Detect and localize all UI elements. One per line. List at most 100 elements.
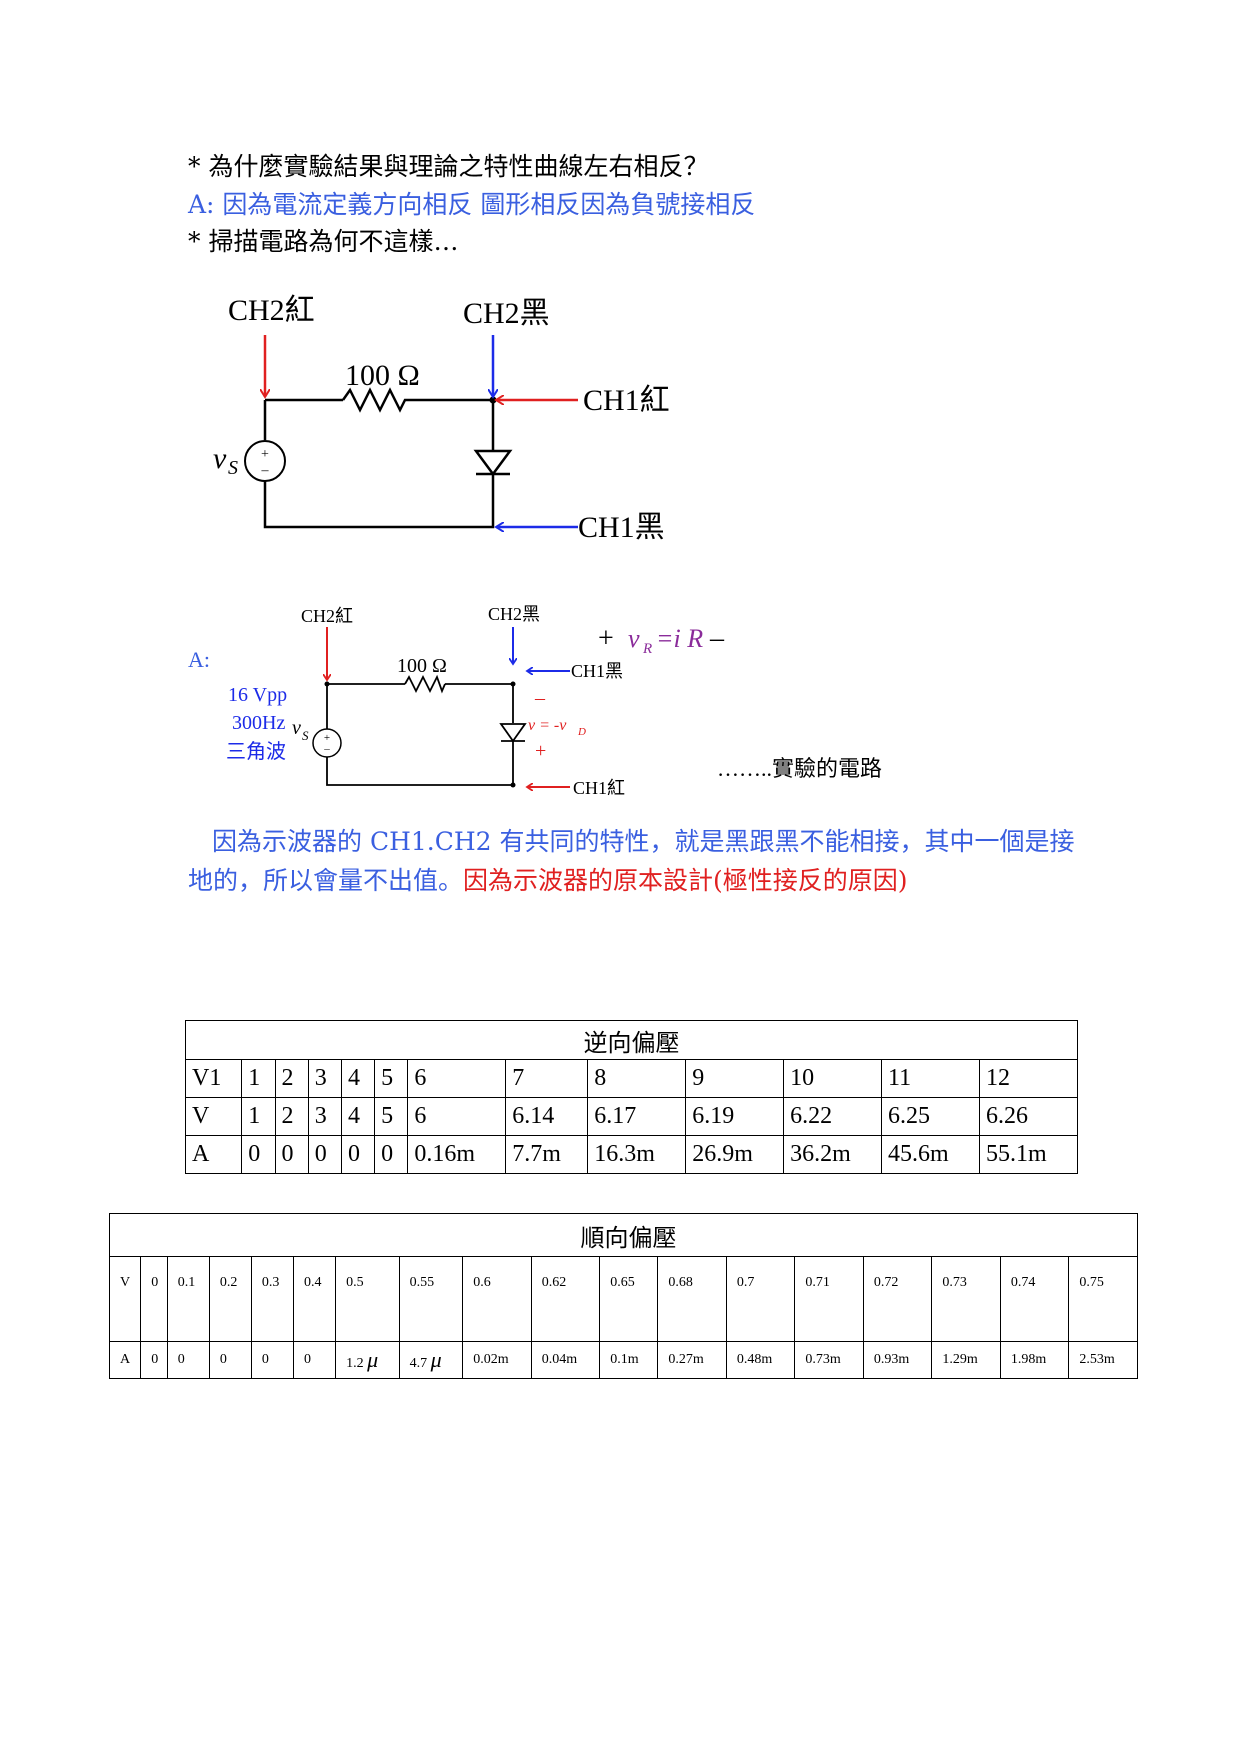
table-cell: 36.2m (783, 1135, 883, 1174)
table-cell: 0.02m (462, 1341, 532, 1379)
table-cell: 0.16m (407, 1135, 507, 1174)
table-cell: 0.1m (599, 1341, 659, 1379)
table-cell: 0.75 (1068, 1256, 1138, 1342)
table-cell: 1 (241, 1097, 276, 1136)
svg-text:+: + (261, 447, 269, 462)
svg-text:+: + (324, 732, 330, 744)
resistor-label-2: 100 Ω (397, 655, 447, 677)
table-cell: 0.5 (335, 1256, 400, 1342)
table-cell: 8 (587, 1059, 687, 1098)
diode-symbol (473, 449, 513, 477)
table-cell: 3 (307, 1097, 342, 1136)
table-cell: A (184, 1135, 243, 1174)
table-cell: V (184, 1097, 243, 1136)
table-cell: 6.19 (685, 1097, 785, 1136)
diode-symbol-2 (499, 723, 527, 743)
table-cell: 6.26 (978, 1097, 1079, 1136)
table-cell: 16.3m (587, 1135, 687, 1174)
table-cell: 0.48m (725, 1341, 796, 1379)
svg-text:–: – (323, 743, 330, 755)
voltage-source-symbol-2 (312, 728, 342, 758)
table-cell: 2 (274, 1059, 309, 1098)
table-cell: 4 (340, 1059, 376, 1098)
resistor-label: 100 Ω (345, 359, 420, 392)
table-row: V 1 2 3 4 5 6 6.14 6.17 6.19 6.22 6.25 6… (184, 1097, 1079, 1136)
ch2-black-label: CH2黑 (463, 297, 550, 330)
explanation-line-1: 因為示波器的 CH1.CH2 有共同的特性，就是黑跟黑不能相接，其中一個是接 (212, 827, 1075, 856)
table-cell: 0.93m (862, 1341, 933, 1379)
table-cell: 5 (374, 1097, 409, 1136)
table-cell: 6 (407, 1059, 507, 1098)
table-cell: 0 (241, 1135, 276, 1174)
table-cell: 0.73 (931, 1256, 1001, 1342)
spec-vpp: 16 Vpp (228, 684, 287, 706)
table-cell: 4 (340, 1097, 376, 1136)
table-cell: 10 (783, 1059, 883, 1098)
table-cell: 0.55 (398, 1256, 464, 1342)
table-cell: 26.9m (685, 1135, 785, 1174)
table-cell: 0.71 (794, 1256, 864, 1342)
table-row: A 0 0 0 0 0 1.2 μ 4.7 μ 0.02m 0.04m 0.1m… (108, 1341, 1138, 1379)
table-cell: 0 (250, 1341, 295, 1379)
table-cell: 0.1 (166, 1256, 210, 1342)
spec-waveform: 三角波 (226, 740, 286, 763)
table-cell: 6 (407, 1097, 507, 1136)
table-cell: 9 (685, 1059, 785, 1098)
answer-a-label: A: (188, 647, 210, 672)
table-row: A 0 0 0 0 0 0.16m 7.7m 16.3m 26.9m 36.2m… (184, 1135, 1079, 1174)
vr-plus: + (598, 623, 614, 654)
table-cell: 6.22 (783, 1097, 883, 1136)
table-cell: 0.62 (530, 1256, 601, 1342)
ch2-red-label: CH2紅 (228, 294, 315, 327)
table-cell: 0 (140, 1256, 168, 1342)
ch1-black-label-2: CH1黑 (571, 661, 623, 681)
table-cell: 7 (505, 1059, 589, 1098)
table-cell: 0 (274, 1135, 309, 1174)
spec-frequency: 300Hz (232, 712, 285, 734)
forward-table-title: 順向偏壓 (109, 1213, 1138, 1257)
svg-text:–: – (261, 463, 270, 478)
reverse-table-title: 逆向偏壓 (185, 1020, 1078, 1060)
table-cell: 2.53m (1068, 1341, 1138, 1379)
mu-symbol: μ (430, 1347, 442, 1372)
source-subscript-2: S (302, 728, 309, 743)
source-label-2: v (292, 717, 301, 739)
table-cell: 0.6 (462, 1256, 532, 1342)
table-cell: 6.17 (587, 1097, 687, 1136)
table-cell: 0.04m (530, 1341, 601, 1379)
source-subscript: S (228, 457, 238, 479)
cell-value: 1.2 (346, 1356, 364, 1371)
table-cell: 0.72 (862, 1256, 933, 1342)
question-2: * 掃描電路為何不這樣… (188, 227, 459, 256)
table-cell: 12 (978, 1059, 1079, 1098)
table-cell: 0.3 (250, 1256, 295, 1342)
table-cell: 0 (140, 1341, 168, 1379)
table-cell: 1.29m (931, 1341, 1001, 1379)
table-cell: 0 (208, 1341, 252, 1379)
vr-equation: =i R (656, 624, 703, 653)
wire (263, 398, 495, 529)
table-cell: 0.68 (657, 1256, 727, 1342)
cell-value: 4.7 (409, 1356, 428, 1371)
table-cell: 45.6m (881, 1135, 980, 1174)
vr-minus: – (709, 623, 725, 654)
mu-symbol: μ (367, 1347, 379, 1372)
table-cell: 0.7 (725, 1256, 796, 1342)
vr-v: v (628, 624, 640, 653)
table-cell: 0.73m (794, 1341, 864, 1379)
diode-voltage-subscript: D (577, 726, 586, 738)
answer-1: A: 因為電流定義方向相反 圖形相反因為負號接相反 (188, 190, 756, 219)
table-cell: 0 (166, 1341, 210, 1379)
table-cell: 6.25 (881, 1097, 980, 1136)
table-cell: 11 (881, 1059, 980, 1098)
table-row: V1 1 2 3 4 5 6 7 8 9 10 11 12 (184, 1059, 1079, 1098)
source-label: v (213, 442, 227, 475)
table-cell: 2 (274, 1097, 309, 1136)
explanation-line-2-red: 因為示波器的原本設計(極性接反的原因) (463, 866, 908, 895)
table-cell: 1.98m (999, 1341, 1070, 1379)
table-cell: 1 (241, 1059, 276, 1098)
reverse-bias-table: 逆向偏壓 V1 1 2 3 4 5 6 7 8 9 10 11 12 V 1 2… (184, 1020, 1079, 1174)
explanation-line-2-blue: 地的，所以會量不出值。 (188, 866, 464, 895)
table-cell: 4.7 μ (398, 1341, 464, 1379)
table-cell: 5 (374, 1059, 409, 1098)
